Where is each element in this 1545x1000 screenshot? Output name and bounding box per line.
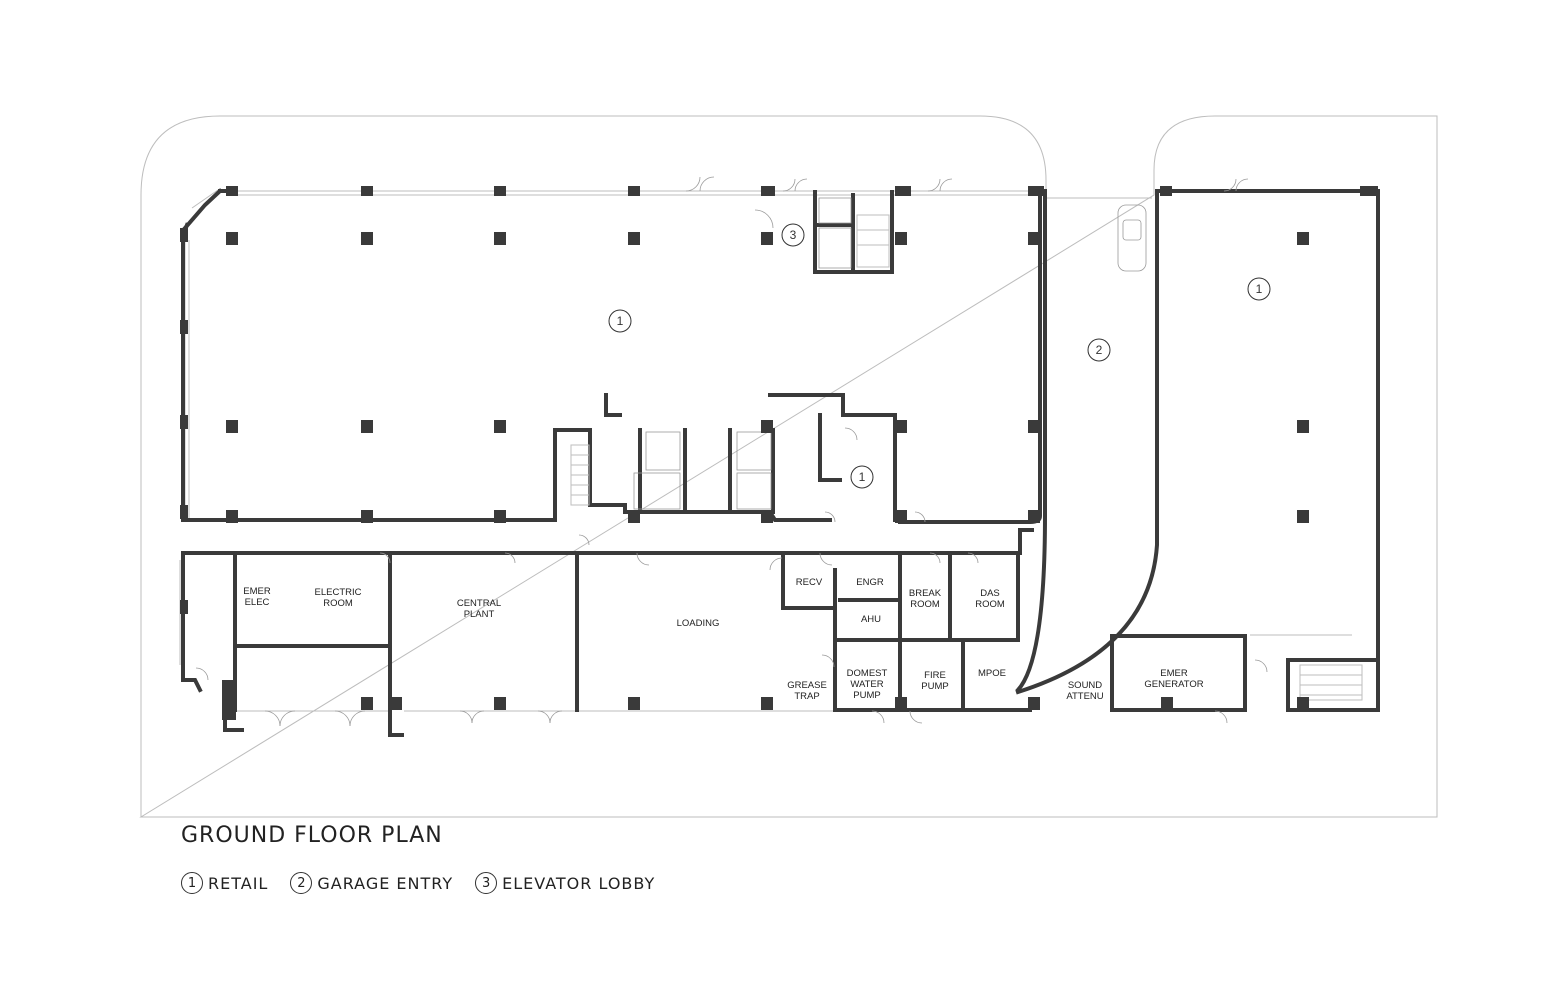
tag-elevator-lobby: 3 — [781, 223, 805, 247]
legend-number: 2 — [290, 872, 313, 894]
room-label-recv: RECV — [796, 577, 823, 588]
svg-text:3: 3 — [790, 228, 797, 242]
svg-text:2: 2 — [1096, 343, 1103, 357]
storefront-glazing — [179, 189, 1378, 712]
room-label-loading: LOADING — [677, 618, 720, 629]
space-tags: 3 1 1 2 1 — [608, 223, 1271, 489]
site-boundary — [139, 115, 1438, 818]
tag-retail-main: 1 — [608, 309, 632, 333]
svg-text:1: 1 — [859, 470, 866, 484]
legend-item-retail: 1 RETAIL — [181, 872, 268, 894]
walls — [181, 188, 1380, 737]
legend-number: 1 — [181, 872, 203, 894]
door-swings — [195, 176, 1268, 727]
legend-label: RETAIL — [208, 873, 269, 893]
tag-garage-entry: 2 — [1087, 338, 1111, 362]
plan-title: GROUND FLOOR PLAN — [181, 823, 443, 848]
svg-text:1: 1 — [617, 314, 624, 328]
room-label-mpoe: MPOE — [978, 668, 1006, 679]
legend-item-elevator-lobby: 3 ELEVATOR LOBBY — [475, 872, 655, 894]
car-icon — [1117, 204, 1147, 272]
stairs — [570, 214, 1363, 701]
room-label-ahu: AHU — [861, 614, 881, 625]
legend-item-garage-entry: 2 GARAGE ENTRY — [290, 872, 453, 894]
legend-label: ELEVATOR LOBBY — [502, 873, 656, 893]
legend-number: 3 — [475, 872, 498, 894]
tag-retail-core: 1 — [850, 465, 874, 489]
legend: 1 RETAIL 2 GARAGE ENTRY 3 ELEVATOR LOBBY — [181, 872, 677, 894]
elevator-cabs — [633, 197, 852, 510]
structural-columns — [180, 186, 1378, 720]
room-label-engr: ENGR — [856, 577, 884, 588]
legend-label: GARAGE ENTRY — [317, 873, 454, 893]
svg-text:1: 1 — [1256, 282, 1263, 296]
tag-retail-east: 1 — [1247, 277, 1271, 301]
